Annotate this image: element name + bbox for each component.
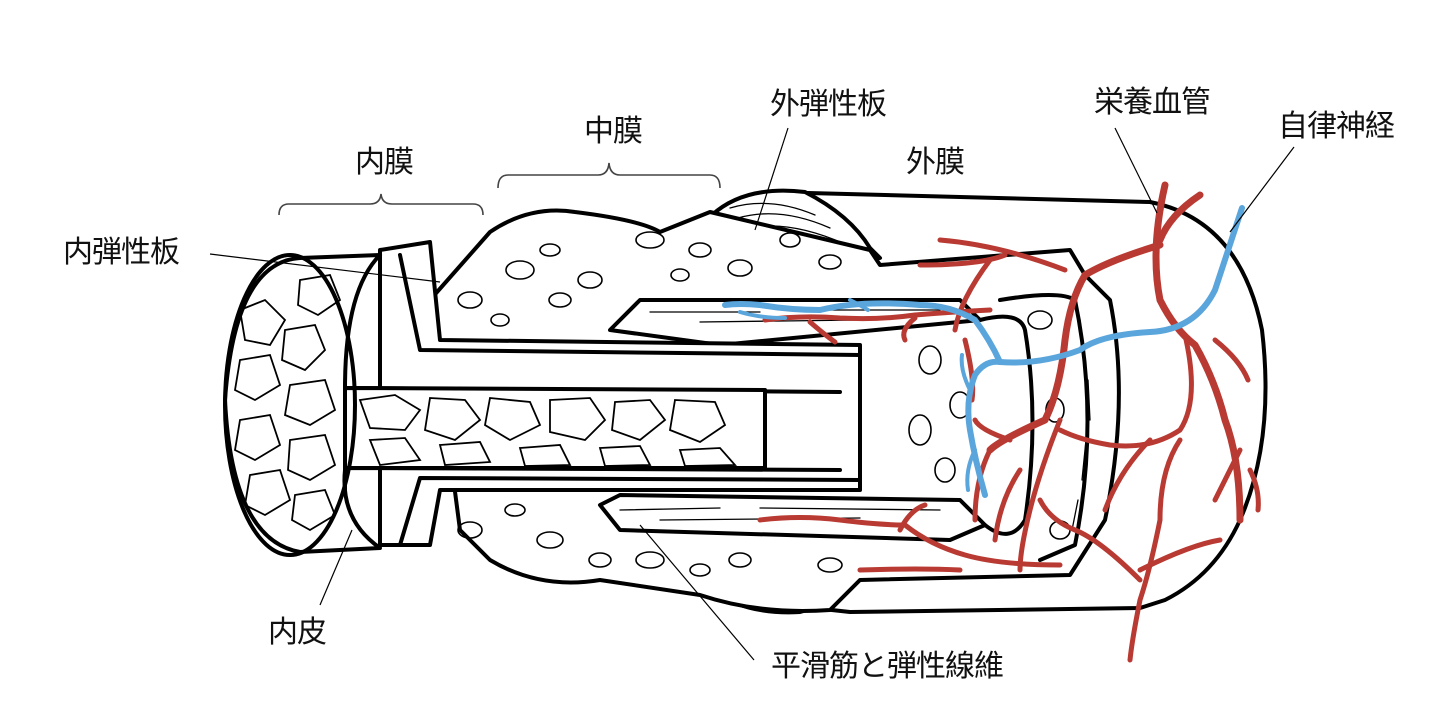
vasa-vasorum-branch bbox=[1152, 181, 1244, 524]
brace-media bbox=[497, 162, 721, 189]
label-internal-elastic-lamina: 内弾性板 bbox=[63, 235, 180, 270]
vasa-vasorum-branch bbox=[1212, 337, 1251, 383]
brace-intima bbox=[278, 193, 484, 216]
autonomic-nerve-branch bbox=[965, 205, 1245, 498]
vasa-vasorum-branch bbox=[897, 502, 928, 533]
label-endothelium: 内皮 bbox=[268, 615, 327, 650]
vasa-vasorum-branch bbox=[937, 237, 1068, 273]
vasa-vasorum-branch bbox=[857, 566, 963, 573]
label-smooth-muscle-elastic-fibers: 平滑筋と弾性線維 bbox=[771, 649, 1004, 684]
leader-external-elastic-lamina bbox=[754, 127, 789, 231]
vasa-vasorum-branch bbox=[1017, 417, 1063, 573]
autonomic-nerve-branch bbox=[722, 300, 1003, 365]
label-external-elastic-lamina: 外弾性板 bbox=[770, 87, 887, 122]
leader-smooth-muscle bbox=[639, 524, 755, 661]
leader-endothelium bbox=[319, 529, 353, 606]
leader-vasa-vasorum bbox=[1114, 127, 1158, 214]
vasa-vasorum-branch bbox=[986, 241, 1164, 454]
vasa-vasorum-branch bbox=[1102, 437, 1153, 513]
autonomic-nerve-branch bbox=[959, 353, 972, 392]
autonomic-nerve-branch bbox=[848, 298, 870, 312]
leader-lines bbox=[209, 127, 1295, 661]
leader-internal-elastic-lamina bbox=[209, 253, 441, 283]
autonomic-nerves bbox=[722, 205, 1245, 498]
vasa-vasorum-branch bbox=[807, 319, 838, 345]
vasa-vasorum-branch bbox=[952, 257, 993, 333]
vasa-vasorum-branch bbox=[1247, 467, 1261, 513]
label-autonomic-nerve: 自律神経 bbox=[1278, 109, 1395, 144]
vasa-vasorum-branch bbox=[1137, 537, 1223, 573]
vasa-vasorum-branch bbox=[1127, 437, 1183, 663]
vasa-vasorum-branch bbox=[917, 252, 1008, 268]
autonomic-nerve-branch bbox=[965, 448, 977, 492]
vasa-vasorum-branch bbox=[1037, 497, 1143, 583]
endothelium-core bbox=[343, 386, 767, 470]
autonomic-nerve-branch bbox=[738, 310, 787, 320]
label-vasa-vasorum: 栄養血管 bbox=[1094, 85, 1211, 120]
label-tunica-media: 中膜 bbox=[584, 114, 643, 149]
vasa-vasorum-branch bbox=[1057, 332, 1194, 449]
vasa-vasorum-branch bbox=[992, 467, 1023, 543]
vasa-vasorum-branch bbox=[962, 337, 976, 403]
vasa-vasorum-branch bbox=[1156, 191, 1204, 244]
leader-autonomic-nerve bbox=[1229, 146, 1295, 233]
vasa-vasorum-branch bbox=[1212, 447, 1243, 503]
vasa-vasorum-branch bbox=[901, 315, 918, 343]
label-tunica-intima: 内膜 bbox=[355, 145, 414, 180]
endothelium-lumen-face bbox=[223, 253, 382, 557]
vasa-vasorum-branch bbox=[972, 417, 1013, 443]
label-tunica-externa: 外膜 bbox=[906, 145, 965, 180]
